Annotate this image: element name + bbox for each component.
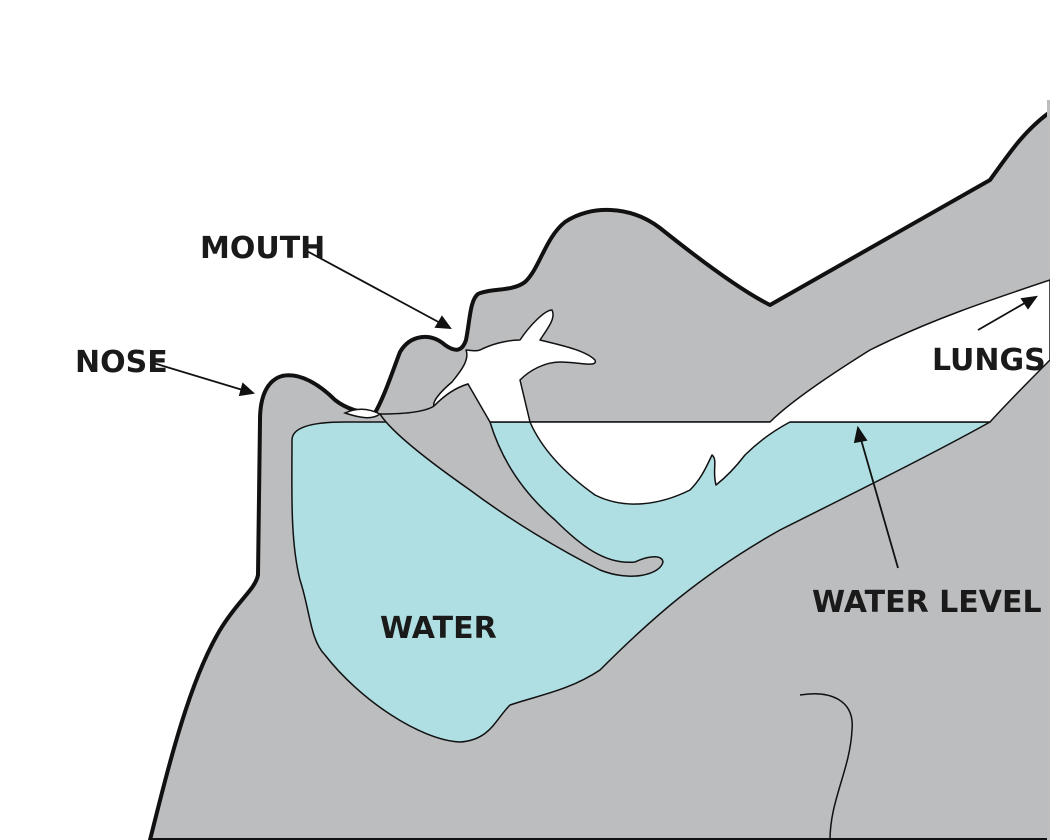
silhouette-edge-cover xyxy=(1047,100,1050,840)
water-level-arrow xyxy=(859,435,899,569)
nose-arrowhead xyxy=(238,382,256,397)
tongue xyxy=(379,383,664,577)
lungs-arrow xyxy=(977,299,1031,331)
mouth-arrow xyxy=(304,249,445,326)
label-nose: NOSE xyxy=(75,345,168,380)
water-level-arrowhead xyxy=(853,425,868,444)
arrows xyxy=(149,249,1038,569)
label-water: WATER xyxy=(380,611,497,646)
label-water-level: WATER LEVEL xyxy=(812,585,1042,620)
lungs-arrowhead xyxy=(1020,295,1038,310)
nose-arrow xyxy=(149,361,247,392)
mouth-arrowhead xyxy=(434,315,452,330)
water-cavity xyxy=(291,421,991,743)
label-mouth: MOUTH xyxy=(200,231,325,266)
label-lungs: LUNGS xyxy=(932,343,1046,378)
ear-curve xyxy=(799,693,853,840)
